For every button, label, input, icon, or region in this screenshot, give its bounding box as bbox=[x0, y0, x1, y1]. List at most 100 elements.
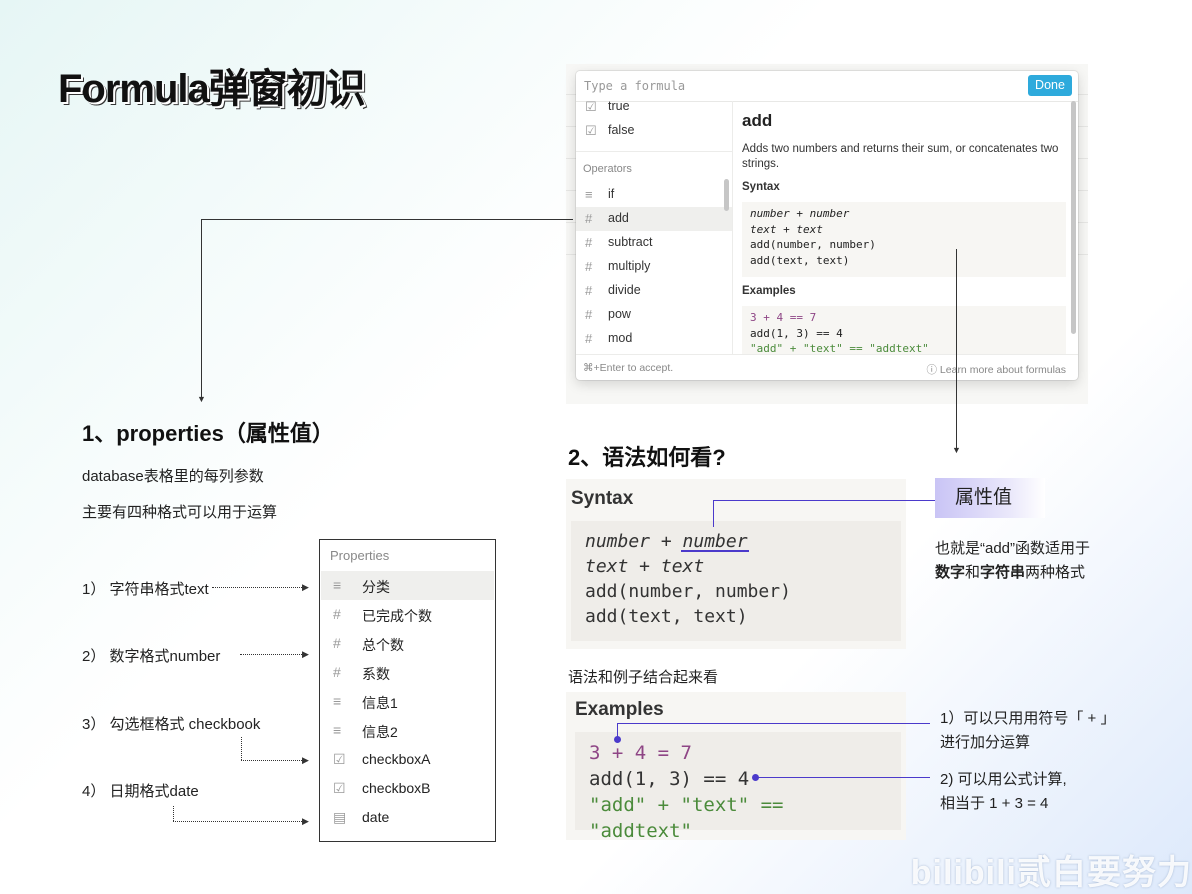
property-row[interactable]: # 总个数 bbox=[321, 629, 494, 658]
function-detail: add Adds two numbers and returns their s… bbox=[733, 101, 1078, 354]
property-label: 分类 bbox=[362, 579, 390, 595]
syntax-heading: Syntax bbox=[571, 488, 634, 509]
section-label-operators: Operators bbox=[583, 163, 632, 175]
list-item-label: false bbox=[608, 123, 635, 137]
property-label: 信息2 bbox=[362, 724, 398, 740]
code-line: add(1, 3) == 4 bbox=[589, 768, 750, 790]
property-row[interactable]: ☑ checkboxA bbox=[321, 745, 494, 774]
note-text: 和 bbox=[965, 564, 981, 581]
examples-code-block: 3 + 4 == 7 add(1, 3) == 4 "add" + "text"… bbox=[742, 306, 1066, 354]
code-line: 3 + 4 = 7 bbox=[589, 742, 692, 764]
code-line: add(1, 3) == 4 bbox=[750, 326, 843, 340]
dotted-connector bbox=[240, 654, 306, 655]
code-line: add(text, text) bbox=[585, 606, 748, 627]
text-lines-icon: ≡ bbox=[333, 693, 342, 709]
property-row[interactable]: ▤ date bbox=[321, 803, 494, 832]
format-date-label: 4） 日期格式date bbox=[82, 783, 199, 800]
callout-dot bbox=[614, 736, 621, 743]
list-item-true[interactable]: ☑ true bbox=[576, 101, 732, 119]
description-line: database表格里的每列参数 bbox=[82, 468, 264, 485]
code-line: text + text bbox=[585, 556, 705, 577]
property-label: checkboxA bbox=[362, 751, 431, 767]
hash-icon: # bbox=[585, 211, 593, 226]
property-row[interactable]: ☑ checkboxB bbox=[321, 774, 494, 803]
syntax-panel: Syntax number + number text + text add(n… bbox=[566, 479, 906, 649]
learn-more-link[interactable]: ⓘ Learn more about formulas bbox=[927, 362, 1067, 377]
format-checkbox-label: 3） 勾选框格式 checkbook bbox=[82, 716, 261, 733]
property-label: checkboxB bbox=[362, 780, 431, 796]
list-item-pow[interactable]: # pow bbox=[576, 303, 732, 327]
examples-heading: Examples bbox=[742, 285, 796, 297]
code-line: add(number, number) bbox=[585, 581, 791, 602]
tag-explanation: 也就是“add”函数适用于 数字和字符串两种格式 bbox=[935, 537, 1090, 585]
format-text-label: 1） 字符串格式text bbox=[82, 581, 209, 598]
property-row[interactable]: ≡ 信息2 bbox=[321, 716, 494, 745]
code-line: 3 + 4 == 7 bbox=[750, 311, 817, 324]
function-list: ☑ true ☑ false Operators ≡ if # add # su… bbox=[576, 101, 733, 354]
list-item-label: add bbox=[608, 211, 629, 225]
code-line: number + number bbox=[585, 531, 748, 552]
popup-footer: ⌘+Enter to accept. ⓘ Learn more about fo… bbox=[576, 354, 1078, 380]
list-item-label: mod bbox=[608, 331, 633, 345]
note-text: 两种格式 bbox=[1025, 564, 1086, 581]
done-button[interactable]: Done bbox=[1028, 75, 1072, 96]
property-value-tag: 属性值 bbox=[935, 478, 1045, 518]
text-lines-icon: ≡ bbox=[333, 577, 342, 593]
list-item-multiply[interactable]: # multiply bbox=[576, 255, 732, 279]
section-heading-properties: 1、properties（属性值） bbox=[82, 421, 334, 446]
arrow-down-icon: ▼ bbox=[952, 445, 961, 455]
property-row[interactable]: ≡ 信息1 bbox=[321, 687, 494, 716]
list-item-add[interactable]: # add bbox=[576, 207, 732, 231]
note-line: 也就是“add”函数适用于 bbox=[935, 540, 1091, 557]
callout-line bbox=[617, 723, 618, 738]
code-line: number + number bbox=[750, 207, 850, 220]
callout-line bbox=[755, 777, 930, 778]
list-item-subtract[interactable]: # subtract bbox=[576, 231, 732, 255]
callout-line-text: 2) 可以用公式计算, bbox=[940, 771, 1067, 788]
function-name: add bbox=[742, 111, 773, 130]
property-row[interactable]: # 已完成个数 bbox=[321, 600, 494, 629]
page-title: Formula弹窗初识 bbox=[58, 67, 366, 111]
dotted-connector bbox=[212, 587, 306, 588]
note-bold: 字符串 bbox=[980, 564, 1026, 581]
formula-input[interactable]: Type a formula Done bbox=[576, 71, 1078, 102]
hash-icon: # bbox=[333, 606, 341, 622]
list-item-false[interactable]: ☑ false bbox=[576, 119, 732, 143]
arrow-right-icon: ▶ bbox=[302, 755, 309, 765]
hash-icon: # bbox=[585, 307, 593, 322]
checkbox-icon: ☑ bbox=[333, 751, 346, 767]
list-item-label: multiply bbox=[608, 259, 651, 273]
list-item-divide[interactable]: # divide bbox=[576, 279, 732, 303]
property-row[interactable]: # 系数 bbox=[321, 658, 494, 687]
learn-more-label: Learn more about formulas bbox=[939, 364, 1066, 376]
dotted-connector bbox=[173, 806, 174, 821]
highlight-underline bbox=[681, 550, 749, 552]
code-line: "add" + "text" == "addtext" bbox=[589, 794, 784, 842]
callout-line-text: 进行加分运算 bbox=[940, 734, 1031, 751]
checkbox-icon: ☑ bbox=[333, 780, 346, 796]
hash-icon: # bbox=[333, 664, 341, 680]
list-item-mod[interactable]: # mod bbox=[576, 327, 732, 351]
property-label: 系数 bbox=[362, 666, 390, 682]
detail-scrollbar[interactable] bbox=[1071, 101, 1076, 334]
accept-hint: ⌘+Enter to accept. bbox=[583, 362, 674, 374]
callout-formula: 2) 可以用公式计算, 相当于 1 + 3 = 4 bbox=[940, 768, 1067, 816]
examples-panel: Examples 3 + 4 = 7 add(1, 3) == 4 "add" … bbox=[566, 692, 906, 842]
list-item-label: if bbox=[608, 187, 615, 201]
properties-header: Properties bbox=[330, 548, 390, 563]
list-item-if[interactable]: ≡ if bbox=[576, 183, 732, 207]
list-item-label: true bbox=[608, 101, 630, 113]
dotted-connector bbox=[173, 821, 306, 822]
list-item-label: pow bbox=[608, 307, 631, 321]
examples-code-block: 3 + 4 = 7 add(1, 3) == 4 "add" + "text" … bbox=[575, 732, 901, 842]
format-number-label: 2） 数字格式number bbox=[82, 648, 221, 665]
code-line: add(text, text) bbox=[750, 253, 850, 267]
list-scrollbar[interactable] bbox=[724, 179, 729, 211]
description-line: 主要有四种格式可以用于运算 bbox=[82, 504, 278, 521]
list-item-label: subtract bbox=[608, 235, 653, 249]
checkbox-icon: ☑ bbox=[585, 123, 597, 138]
hash-icon: # bbox=[585, 259, 593, 274]
code-line: "add" + "text" == "addtext" bbox=[750, 342, 929, 354]
property-row[interactable]: ≡ 分类 bbox=[321, 571, 494, 600]
code-line: add(number, number) bbox=[750, 238, 876, 251]
